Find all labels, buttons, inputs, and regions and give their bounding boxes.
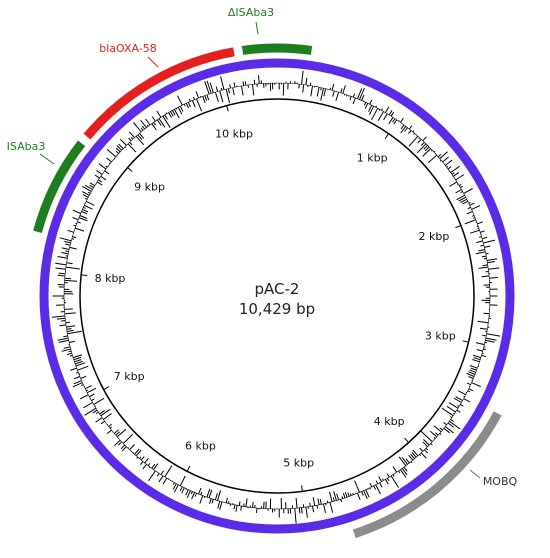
feature-leader-line — [39, 153, 55, 165]
feature-leader-line — [147, 56, 159, 68]
tick-mark — [103, 386, 110, 391]
tick-label-9-kbp: 9 kbp — [134, 181, 165, 194]
tick-mark — [186, 465, 191, 472]
tick-label-6-kbp: 6 kbp — [185, 440, 216, 453]
feature-arc-isaba3 — [33, 140, 86, 233]
tick-label-7-kbp: 7 kbp — [114, 370, 145, 383]
tick-label-2-kbp: 2 kbp — [418, 230, 449, 243]
plasmid-size: 10,429 bp — [239, 300, 315, 318]
feature-leader-line — [469, 469, 481, 479]
tick-mark — [301, 485, 303, 492]
gc-content-plot — [51, 70, 501, 524]
tick-mark — [462, 340, 469, 343]
feature-arc-mobq — [352, 411, 502, 539]
tick-mark — [127, 167, 133, 172]
feature-label-isaba3: ISAba3 — [7, 140, 46, 153]
feature-arc-blaoxa-58 — [83, 47, 235, 140]
feature-leader-line — [255, 21, 259, 35]
tick-mark — [404, 437, 409, 443]
feature-label--isaba3: ΔISAba3 — [228, 6, 274, 19]
tick-label-8-kbp: 8 kbp — [95, 272, 126, 285]
tick-labels: 1 kbp 2 kbp 3 kbp 4 kbp 5 kbp 6 kbp 7 kbp 8 kbp… — [81, 105, 469, 492]
tick-mark — [81, 274, 88, 276]
tick-label-1-kbp: 1 kbp — [357, 152, 388, 165]
tick-label-5-kbp: 5 kbp — [283, 457, 314, 470]
feature-label-blaoxa-58: blaOXA-58 — [99, 42, 157, 55]
tick-label-3-kbp: 3 kbp — [425, 329, 456, 342]
tick-mark — [226, 105, 229, 112]
feature-label-mobq: MOBQ — [483, 475, 518, 488]
plasmid-name: pAC-2 — [255, 280, 300, 298]
backbone-ring — [39, 58, 515, 534]
feature-arc--isaba3 — [241, 43, 313, 55]
tick-mark — [384, 133, 390, 139]
tick-mark — [455, 225, 462, 229]
gc-baseline — [63, 82, 491, 510]
tick-label-4-kbp: 4 kbp — [374, 415, 405, 428]
tick-label-10-kbp: 10 kbp — [215, 128, 253, 141]
inner-ring — [79, 98, 475, 494]
